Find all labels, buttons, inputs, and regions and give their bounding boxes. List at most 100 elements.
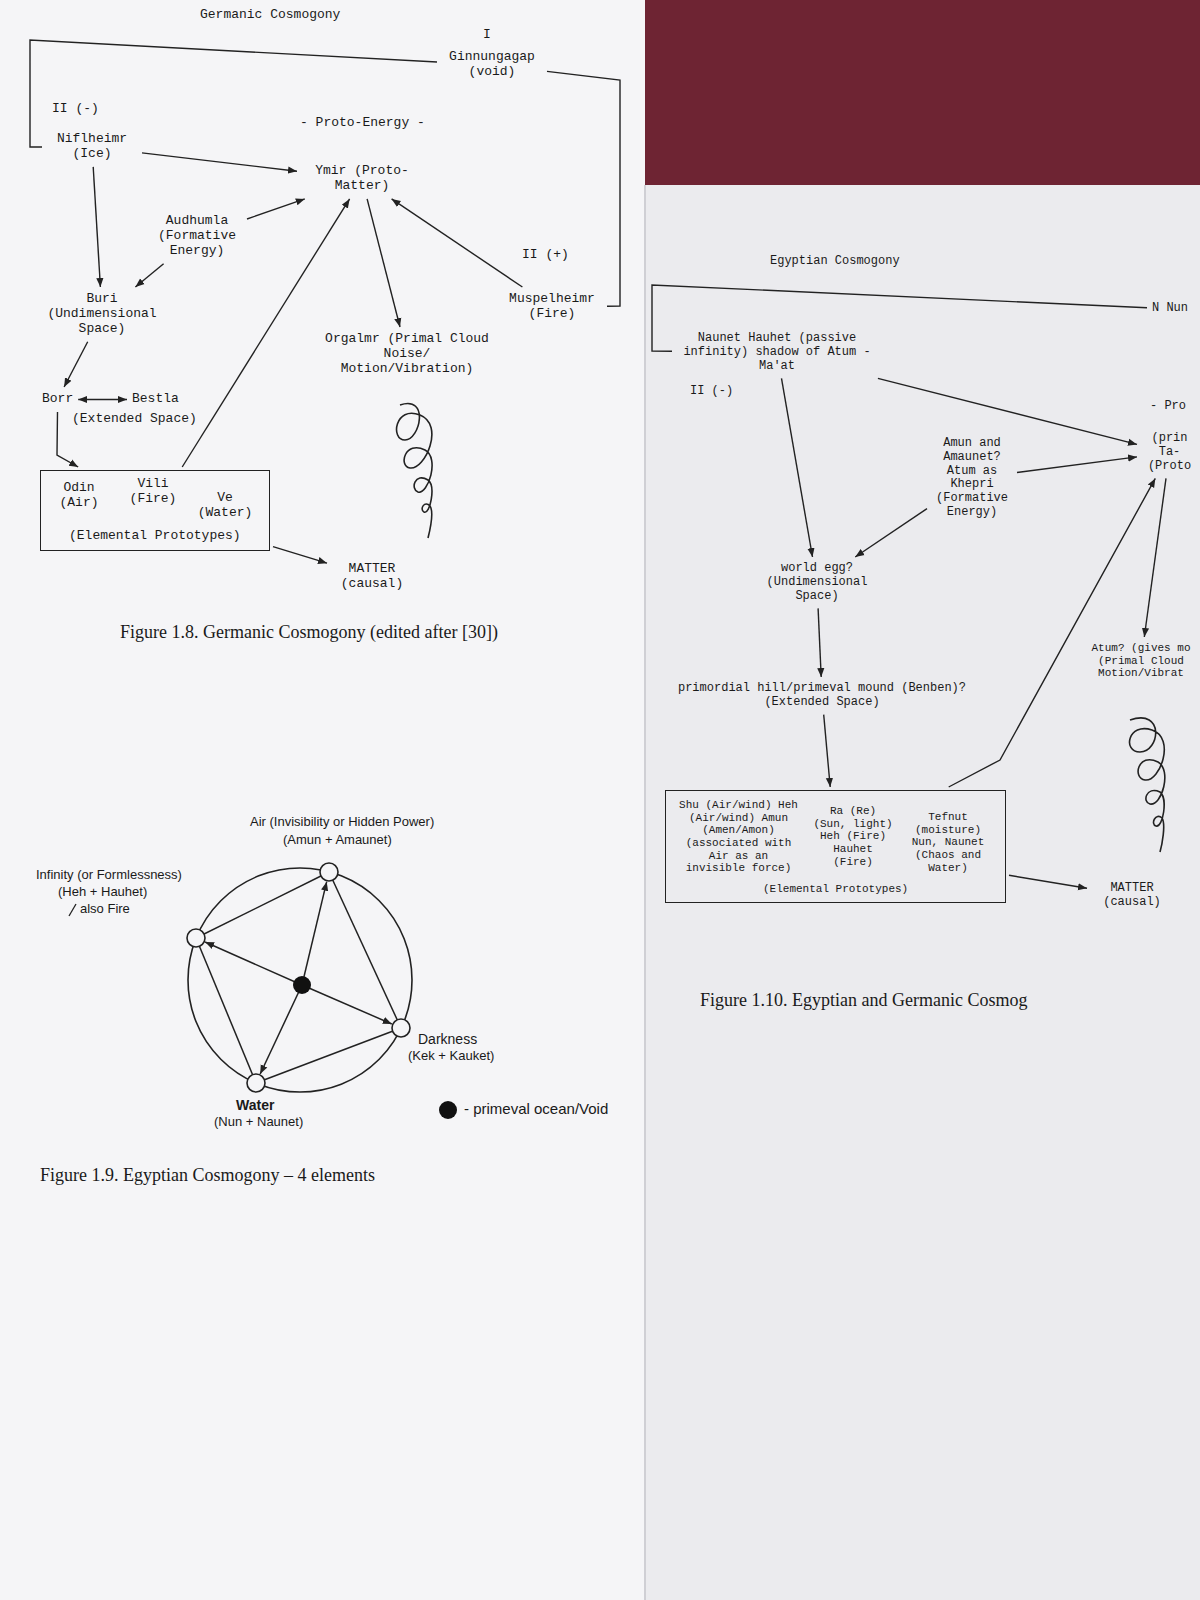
- flow-arrow: [142, 153, 297, 171]
- cosmogony-node: Naunet Hauhet (passive infinity) shadow …: [675, 330, 879, 375]
- node-text: Borr: [42, 392, 73, 407]
- flow-arrow: [273, 547, 327, 564]
- node-text: Shu (Air/wind) Heh (Air/wind) Amun (Amen…: [676, 799, 801, 875]
- node-text: Muspelheimr (Fire): [502, 292, 602, 322]
- node-text: Naunet Hauhet (passive infinity) shadow …: [677, 332, 877, 373]
- node-text: Tefnut (moisture) Nun, Naunet (Chaos and…: [903, 811, 993, 874]
- center-arrow: [205, 942, 302, 985]
- cosmogony-node: Audhumla (Formative Energy): [150, 212, 244, 261]
- square-side: [196, 938, 256, 1083]
- flow-arrow: [878, 378, 1137, 444]
- figure-label: II (-): [52, 102, 99, 117]
- flow-arrow: [1144, 478, 1166, 637]
- figure-label: - Proto-Energy -: [300, 116, 425, 131]
- node-text: MATTER (causal): [1092, 882, 1172, 910]
- node-text: Buri (Undimensional Space): [42, 292, 162, 337]
- bracket-line: [30, 40, 437, 147]
- figure-label: II (-): [690, 385, 733, 399]
- box-title: (Elemental Prototypes): [763, 883, 908, 896]
- figure-label: (Extended Space): [72, 412, 197, 427]
- node-text: (prin Ta- (Proto: [1142, 432, 1197, 473]
- leader-slash: [69, 904, 76, 916]
- node-text: Ve (Water): [193, 491, 257, 521]
- node-text: world egg? (Undimensional Space): [762, 562, 872, 603]
- figure-caption: Figure 1.9. Egyptian Cosmogony – 4 eleme…: [40, 1165, 375, 1186]
- cosmogony-node: Amun and Amaunet? Atum as Khepri (Format…: [930, 435, 1014, 522]
- elements-circle: [188, 868, 412, 1092]
- vibration-squiggle: [397, 404, 433, 538]
- cosmogony-node: Muspelheimr (Fire): [500, 290, 604, 324]
- legend-dot: [439, 1101, 457, 1119]
- gutter: [644, 185, 646, 1600]
- figure-label: II (+): [522, 248, 569, 263]
- flow-arrow: [135, 264, 163, 287]
- box-title: (Elemental Prototypes): [69, 529, 241, 544]
- cosmogony-node: Buri (Undimensional Space): [40, 290, 164, 339]
- cosmogony-node: Odin (Air): [51, 479, 107, 513]
- node-text: Odin (Air): [53, 481, 105, 511]
- node-text: Ymir (Proto-Matter): [302, 164, 422, 194]
- cosmogony-node: Shu (Air/wind) Heh (Air/wind) Amun (Amen…: [674, 797, 803, 877]
- cosmogony-node: Borr: [40, 390, 75, 409]
- center-arrow: [260, 985, 302, 1074]
- flow-arrow: [1017, 457, 1137, 473]
- node-text: MATTER (causal): [332, 562, 412, 592]
- center-arrow: [302, 985, 392, 1024]
- flow-arrow: [1009, 875, 1087, 888]
- flow-arrow: [392, 199, 523, 287]
- element-point: [247, 1074, 265, 1092]
- cosmogony-node: (prin Ta- (Proto: [1140, 430, 1199, 475]
- figure-label: Air (Invisibility or Hidden Power): [250, 815, 434, 830]
- figure-caption: Figure 1.10. Egyptian and Germanic Cosmo…: [700, 990, 1027, 1011]
- prototype-box: (Elemental Prototypes) Odin (Air) Vili (Fi…: [40, 470, 270, 551]
- figure-label: also Fire: [80, 902, 130, 917]
- figure-label: I: [483, 28, 491, 43]
- element-point: [320, 863, 338, 881]
- flow-arrow: [949, 478, 1156, 787]
- cosmogony-node: Vili (Fire): [121, 475, 185, 509]
- figure-label: Darkness: [418, 1031, 477, 1047]
- element-square: [196, 872, 401, 1083]
- cosmogony-node: Bestla: [130, 390, 181, 409]
- left-page: [0, 0, 645, 1600]
- right-page: [645, 185, 1200, 1600]
- cosmogony-node: Ra (Re) (Sun, light) Heh (Fire) Hauhet (…: [811, 803, 895, 870]
- node-text: Niflheimr (Ice): [47, 132, 137, 162]
- cosmogony-node: Niflheimr (Ice): [45, 130, 139, 164]
- cosmogony-node: Orgalmr (Primal Cloud Noise/ Motion/Vibr…: [320, 330, 494, 379]
- square-side: [329, 872, 401, 1028]
- element-point: [392, 1019, 410, 1037]
- void-dot: [293, 976, 311, 994]
- flow-arrow: [93, 167, 100, 287]
- element-point: [187, 929, 205, 947]
- flow-arrow: [818, 608, 821, 677]
- center-arrow: [302, 882, 327, 985]
- flow-arrow: [367, 199, 400, 327]
- figure-label: (Heh + Hauhet): [58, 885, 147, 900]
- flow-arrow: [78, 399, 127, 400]
- figure-label: (Amun + Amaunet): [283, 833, 392, 848]
- node-text: Bestla: [132, 392, 179, 407]
- node-text: Audhumla (Formative Energy): [152, 214, 242, 259]
- cosmogony-node: MATTER (causal): [1090, 880, 1174, 912]
- vibration-squiggle: [1130, 718, 1165, 852]
- flow-arrow: [855, 509, 927, 557]
- cosmogony-node: Ginnungagap (void): [440, 48, 544, 82]
- cosmogony-node: Atum? (gives mo (Primal Cloud Motion/Vib…: [1085, 640, 1197, 682]
- figure-label: (Kek + Kauket): [408, 1049, 494, 1064]
- cosmogony-node: MATTER (causal): [330, 560, 414, 594]
- cosmogony-node: Ymir (Proto-Matter): [300, 162, 424, 196]
- cosmogony-node: primordial hill/primeval mound (Benben)?…: [665, 680, 979, 712]
- center-arrows: [205, 882, 392, 1074]
- flow-arrow: [64, 342, 88, 387]
- flow-arrow: [782, 378, 813, 557]
- figure-label: Water: [236, 1097, 274, 1113]
- legend-text: - primeval ocean/Void: [464, 1100, 608, 1117]
- figure-label: - Pro: [1150, 400, 1186, 414]
- node-text: Ginnungagap (void): [442, 50, 542, 80]
- node-text: Orgalmr (Primal Cloud Noise/ Motion/Vibr…: [322, 332, 492, 377]
- node-text: Ra (Re) (Sun, light) Heh (Fire) Hauhet (…: [813, 805, 893, 868]
- node-text: N Nun: [1152, 302, 1188, 316]
- cosmogony-node: world egg? (Undimensional Space): [760, 560, 874, 605]
